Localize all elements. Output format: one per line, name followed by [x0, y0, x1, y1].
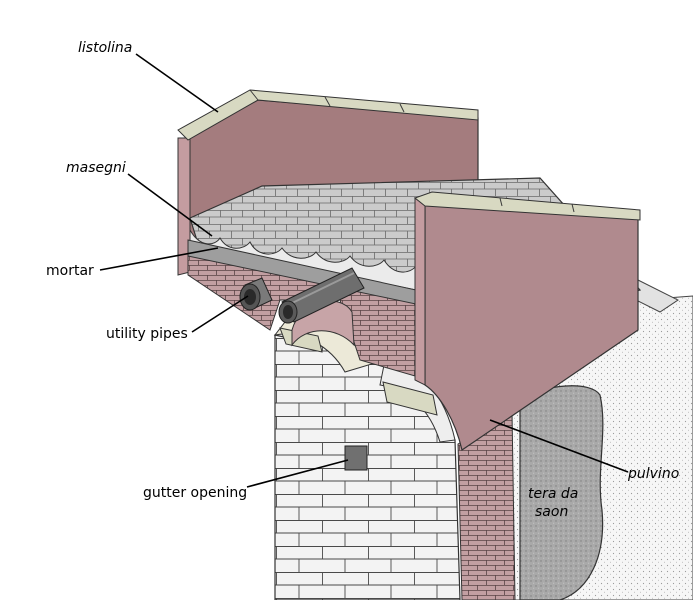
leader-gutter-opening	[246, 459, 349, 488]
pulvino-capstone	[382, 381, 438, 416]
front-capstone-joints	[499, 197, 575, 213]
utility-pipe-short	[239, 277, 273, 311]
utility-pipe-long	[278, 267, 365, 324]
label-pulvino: pulvino	[627, 466, 679, 482]
label-tera-da: tera da	[528, 486, 578, 502]
front-capstone-top	[413, 191, 641, 221]
capstone-joints	[249, 89, 405, 113]
leader-utility-pipes	[191, 295, 249, 333]
label-utility-pipes: utility pipes	[106, 326, 188, 342]
label-masegni: masegni	[66, 160, 126, 176]
slab-scalloped-edge	[189, 228, 417, 291]
front-parapet-wall	[424, 204, 639, 451]
leader-listolina	[135, 53, 219, 113]
label-listolina: listolina	[78, 40, 132, 56]
label-mortar: mortar	[46, 263, 94, 279]
front-parapet-end	[414, 197, 426, 386]
leader-masegni	[127, 173, 213, 237]
label-saon: saon	[535, 504, 568, 520]
label-gutter-opening: gutter opening	[143, 485, 247, 501]
leader-mortar	[99, 247, 219, 271]
leader-pulvino	[489, 419, 629, 473]
gutter-opening-hole	[344, 445, 368, 471]
